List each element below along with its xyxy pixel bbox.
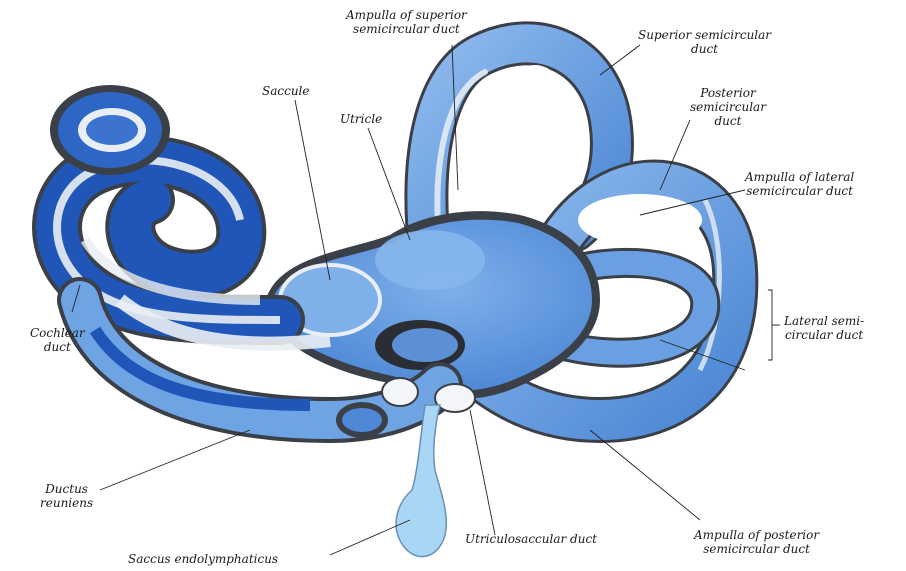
- label-ampulla-lateral: Ampulla of lateral semicircular duct: [745, 170, 854, 198]
- label-saccus-endolymphaticus: Saccus endolymphaticus: [128, 552, 278, 566]
- label-posterior-semicircular-duct: Posterior semicircular duct: [690, 86, 766, 128]
- label-ductus-reuniens: Ductus reuniens: [40, 482, 93, 510]
- label-utricle: Utricle: [340, 112, 382, 126]
- label-saccule: Saccule: [262, 84, 309, 98]
- label-lateral-semicircular-duct: Lateral semi- circular duct: [784, 314, 864, 342]
- label-ampulla-superior: Ampulla of superior semicircular duct: [346, 8, 467, 36]
- label-cochlear-duct: Cochlear duct: [30, 326, 85, 354]
- label-superior-semicircular-duct: Superior semicircular duct: [638, 28, 771, 56]
- label-ampulla-posterior: Ampulla of posterior semicircular duct: [694, 528, 819, 556]
- label-utriculosaccular-duct: Utriculosaccular duct: [465, 532, 597, 546]
